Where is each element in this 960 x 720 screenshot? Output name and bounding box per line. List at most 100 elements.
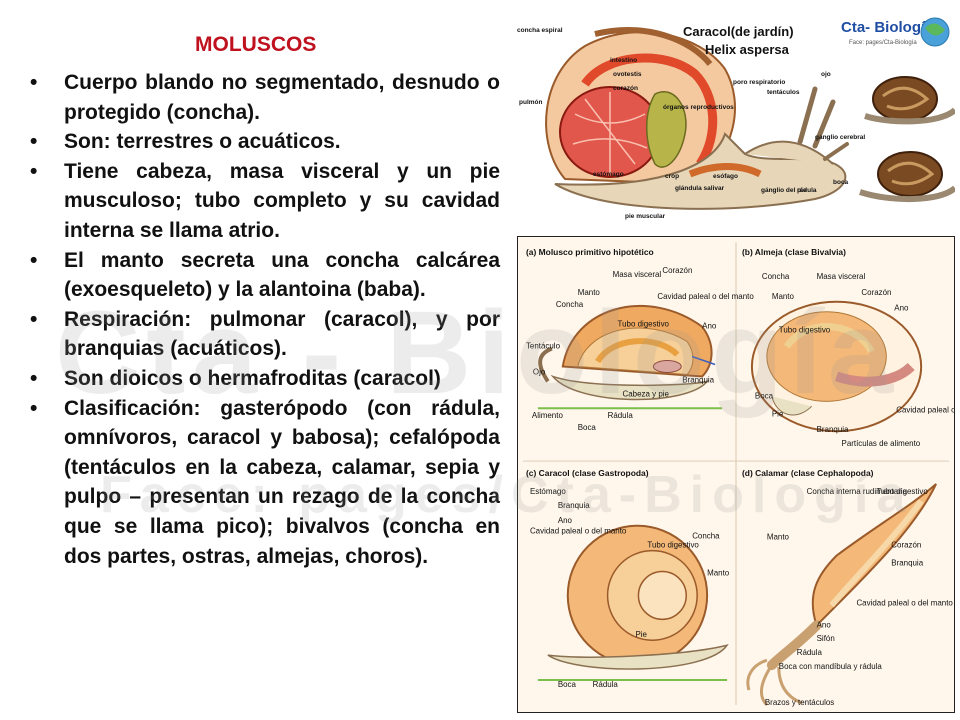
label-crop: crop [665, 173, 679, 180]
label-concha-c: Concha [692, 532, 720, 541]
panel-d-labels: Concha interna rudimentaria Tubo digesti… [765, 487, 954, 707]
label-tubo-c: Tubo digestivo [647, 541, 699, 550]
bullet-item: • Son: terrestres o acuáticos. [28, 127, 500, 157]
label-pulmon: pulmón [519, 99, 542, 106]
label-manto-b: Manto [772, 292, 795, 301]
bullet-dot: • [30, 159, 38, 183]
bullet-item: • Respiración: pulmonar (caracol), y por … [28, 305, 500, 364]
label-manto-d: Manto [767, 533, 790, 542]
label-corazon-d: Corazón [891, 541, 921, 550]
bullet-text: Son dioicos o hermafroditas (caracol) [64, 366, 441, 390]
label-poro: poro respiratorio [733, 79, 785, 86]
tentacle [797, 86, 818, 145]
label-boca-c: Boca [558, 680, 577, 689]
label-particulas-b: Partículas de alimento [842, 439, 921, 448]
bullet-dot: • [30, 396, 38, 420]
bullet-text: Tiene cabeza, masa visceral y un pie mus… [64, 159, 500, 242]
label-ovotestis: ovotestis [613, 71, 642, 78]
label-radula-d: Rádula [797, 648, 823, 657]
label-cavidad-b: Cavidad paleal o del manto [896, 405, 955, 414]
bullet-dot: • [30, 307, 38, 331]
label-corazon: corazón [613, 85, 638, 92]
squid-arm [746, 658, 768, 691]
squid-arm [759, 664, 774, 706]
label-concha-b: Concha [762, 272, 790, 281]
label-glandula: glándula salivar [675, 185, 725, 192]
gut-b [783, 323, 875, 354]
label-ano-a: Ano [702, 322, 717, 331]
bullet-text: Son: terrestres o acuáticos. [64, 130, 341, 154]
label-boca-d: Boca con mandíbula y rádula [779, 662, 883, 671]
foot-a [550, 374, 710, 401]
label-ganglio-pie: gánglio del pie [761, 187, 807, 194]
arrow-a [691, 355, 716, 366]
label-concha-interna-d: Concha interna rudimentaria [807, 487, 908, 496]
bullet-list: • Cuerpo blando no segmentado, desnudo o … [28, 68, 500, 571]
bullet-dot: • [30, 248, 38, 272]
gill-a [652, 360, 682, 373]
label-tentaculo-a: Tentáculo [526, 342, 561, 351]
label-masa-b: Masa visceral [817, 272, 866, 281]
bullet-dot: • [30, 130, 38, 154]
tentacle [823, 142, 849, 161]
slide-title: MOLUSCOS [195, 33, 317, 56]
label-branquia-c: Branquia [558, 501, 590, 510]
crop-shape [688, 163, 762, 178]
bullet-item: •Son dioicos o hermafroditas (caracol) [28, 364, 500, 394]
bullet-item: • El manto secreta una concha calcárea (e… [28, 246, 500, 305]
label-boca-a: Boca [578, 423, 597, 432]
panel-d: (d) Calamar (clase Cephalopoda) Concha i… [742, 468, 953, 707]
label-radula-c: Rádula [593, 680, 619, 689]
bullet-text: Cuerpo blando no segmentado, desnudo o p… [64, 71, 500, 124]
panel-c-labels: Estómago Branquia Ano Cavidad paleal o d… [530, 487, 730, 689]
squid-gut [829, 499, 924, 608]
snail-title-line1: Caracol(de jardín) [683, 24, 794, 39]
label-ganglio-cerebral: ganglio cerebral [815, 134, 865, 141]
label-boca: boca [833, 179, 849, 186]
label-ano-c: Ano [558, 516, 573, 525]
mollusk-bodyplans-figure: (a) Molusco primitivo hipotético Masa vi… [517, 236, 955, 713]
squid-head [766, 620, 822, 671]
label-ojo-a: Ojo [533, 367, 546, 376]
foot-c [547, 644, 729, 670]
label-ano-d: Ano [817, 620, 832, 629]
label-tentaculos: tentáculos [767, 89, 800, 96]
label-intestino: intestino [610, 57, 637, 64]
panel-a-labels: Masa visceral Corazón Manto Concha Cavid… [526, 266, 754, 432]
logo-text: Cta- Biología [841, 19, 934, 36]
bullet-item: • Cuerpo blando no segmentado, desnudo o … [28, 68, 500, 127]
label-pie-b: Pie [772, 409, 784, 418]
label-ojo: ojo [821, 71, 831, 78]
foot-b [771, 396, 813, 416]
panel-b: (b) Almeja (clase Bivalvia) Concha Masa … [742, 247, 955, 448]
head-a [538, 346, 553, 383]
label-manto-c: Manto [707, 569, 730, 578]
globe-logo-leaf [925, 23, 945, 36]
bullet-text: El manto secreta una concha calcárea (ex… [64, 248, 500, 302]
panel-b-labels: Concha Masa visceral Manto Corazón Ano T… [755, 272, 955, 448]
panel-b-title: (b) Almeja (clase Bivalvia) [742, 247, 846, 257]
gut-a [595, 338, 680, 364]
label-branquia-d: Branquia [891, 559, 923, 568]
label-ano-b: Ano [894, 304, 909, 313]
label-concha-espiral: concha espiral [517, 27, 563, 34]
label-sifon-d: Sifón [817, 634, 835, 643]
panel-c: (c) Caracol (clase Gastropoda) Estómago … [526, 468, 730, 689]
panel-a-title: (a) Molusco primitivo hipotético [526, 247, 654, 257]
bullet-item: •Clasificación: gasterópodo (con rádula,… [28, 394, 500, 572]
intestine-band [581, 53, 718, 167]
snail-title-line2: Helix aspersa [705, 42, 790, 57]
label-corazon-a: Corazón [662, 266, 692, 275]
panel-d-title: (d) Calamar (clase Cephalopoda) [742, 468, 874, 478]
label-organos: órganos reproductivos [663, 104, 734, 111]
bullet-text: Respiración: pulmonar (caracol), y por b… [64, 307, 500, 361]
lung-veins [572, 92, 648, 174]
label-concha-a: Concha [556, 300, 584, 309]
label-manto-a: Manto [578, 288, 601, 297]
label-tubo-b: Tubo digestivo [779, 326, 831, 335]
label-radula: rádula [797, 187, 817, 194]
snail-head [744, 140, 834, 165]
snail-labels: concha espiral intestino ovotestis coraz… [517, 27, 865, 220]
logo-subtext: Face: pages/Cta-Biología [849, 40, 917, 46]
bullet-dot: • [30, 71, 38, 94]
